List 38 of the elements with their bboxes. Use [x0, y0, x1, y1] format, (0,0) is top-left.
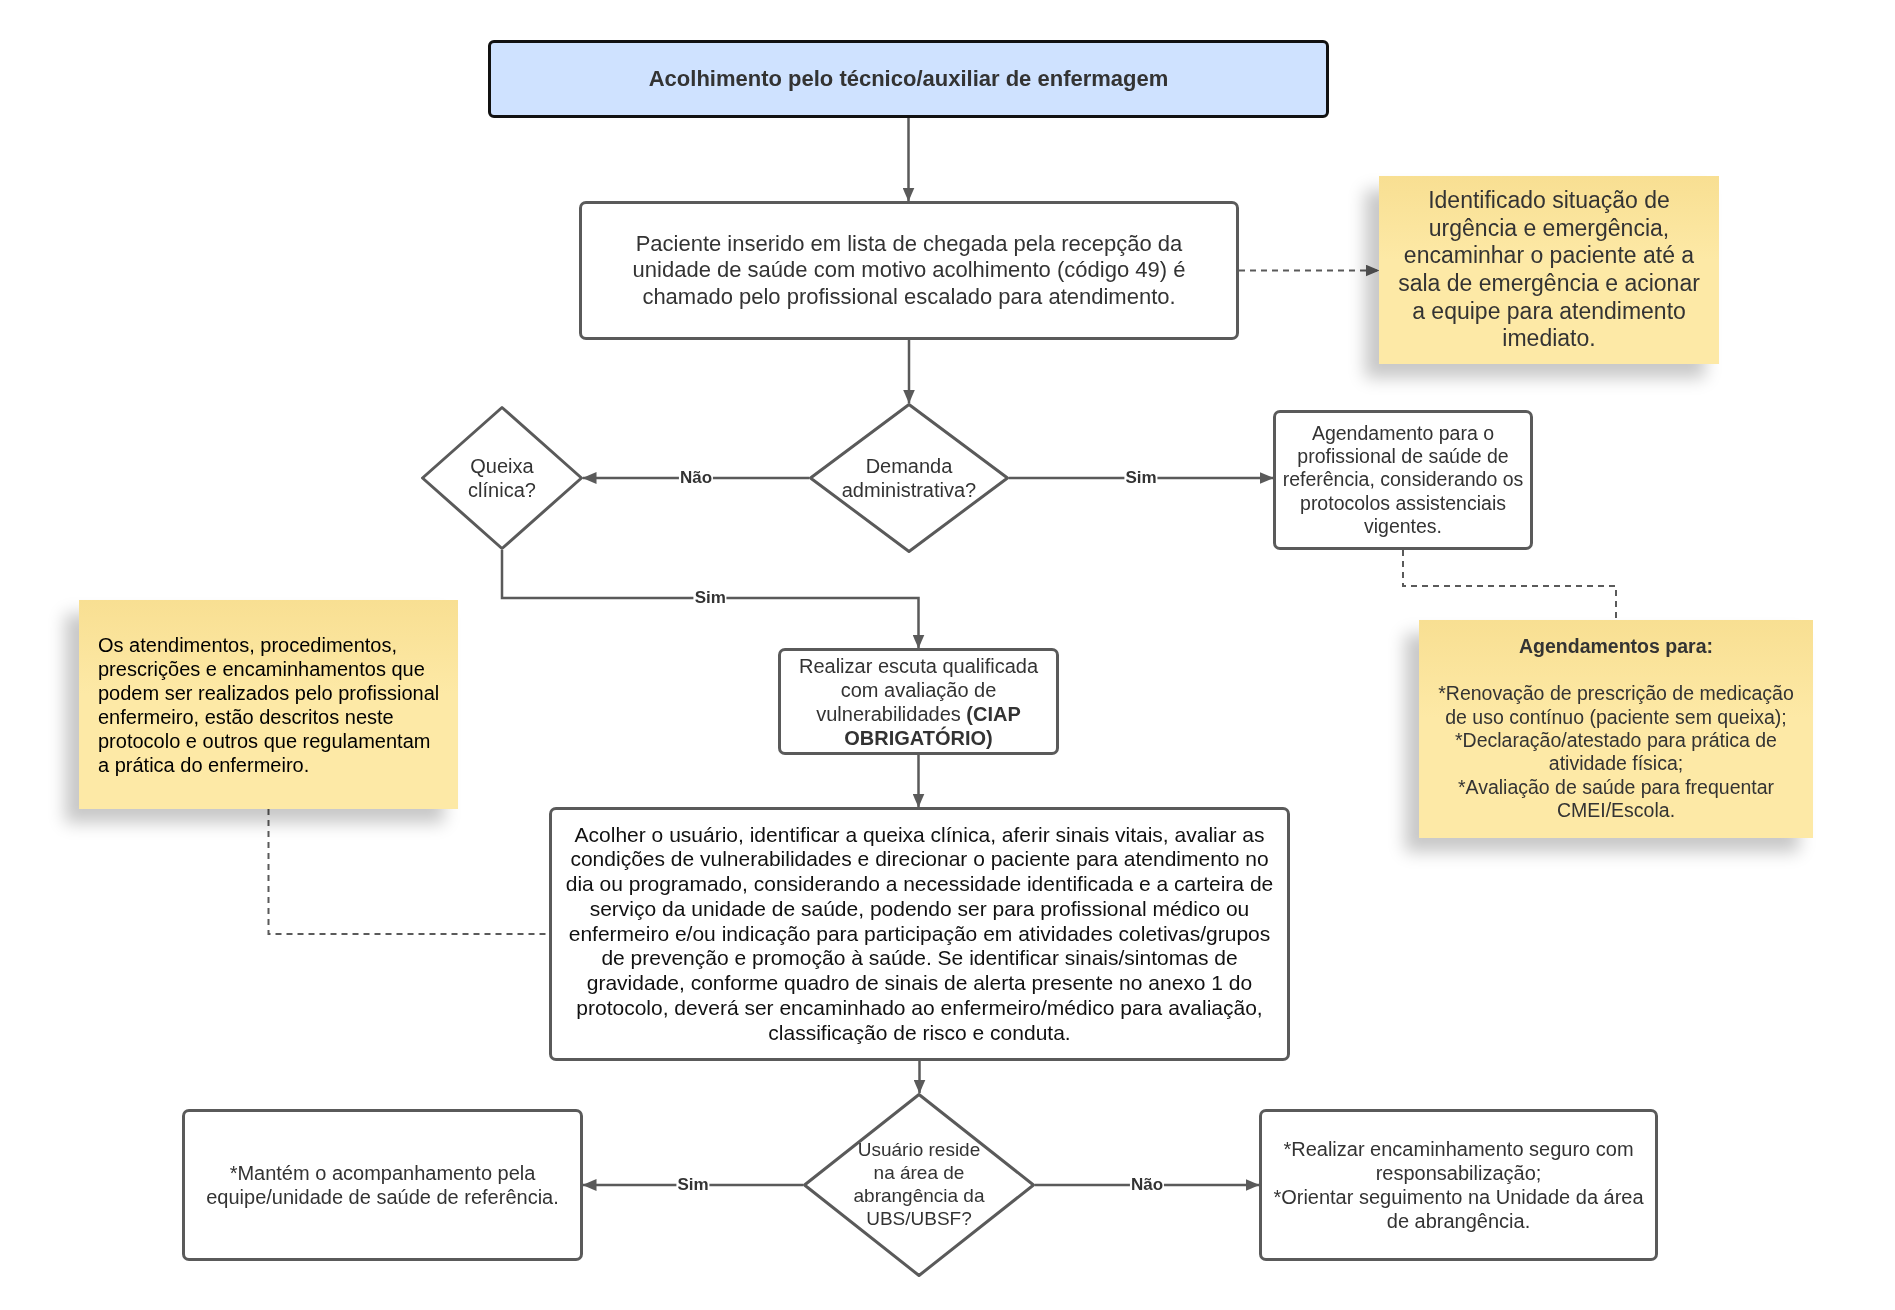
decision-question: Queixa clínica?	[467, 454, 537, 502]
arrow	[913, 1061, 926, 1094]
step-text: Acolher o usuário, identificar a queixa clínica, aferir sinais vitais, avaliar as condições de vulnerabilidades e direcionar o paciente para atendimento no dia ou programado, considerando a necessidade identificada e a carteira de serviço da unidade de saúde, podendo ser para profissional médico ou enfermeiro e/ou indicação para participação em atividades coletivas/grupos de prevenção e promoção à saúde. Se identificar sinais/sintomas de gravidade, conforme quadro de sinais de alerta presente no anexo 1 do protocolo, deverá ser encaminhado ao enfermeiro/médico para avaliação, classificação de risco e conduta.	[564, 822, 1275, 1046]
step-text: Realizar escuta qualificada com avaliação de vulnerabilidades (CIAP OBRIGATÓRIO)	[798, 653, 1039, 750]
process-box	[778, 648, 1059, 755]
note-text: *Avaliação de saúde para frequentar CMEI/Escola.	[1456, 775, 1776, 823]
sticky-note	[1379, 176, 1719, 364]
dashed-arrow	[1238, 264, 1380, 277]
step-text: Agendamento para o profissional de saúde de referência, considerando os protocolos assistenciais vigentes.	[1282, 421, 1524, 539]
decision-diamond	[803, 1093, 1035, 1277]
sticky-note	[79, 600, 458, 809]
decision-diamond	[421, 406, 583, 550]
step-text: *Orientar seguimento na Unidade da área de abrangência.	[1272, 1185, 1645, 1233]
step-text: Paciente inserido em lista de chegada pela recepção da unidade de saúde com motivo acolhimento (código 49) é chamado pelo profissional escalado para atendimento.	[631, 230, 1187, 311]
decision-question: Demanda administrativa?	[840, 454, 978, 502]
step-text: *Realizar encaminhamento seguro com responsabilização;	[1282, 1137, 1635, 1185]
note-heading: Agendamentos para:	[1519, 635, 1713, 659]
process-box	[1273, 410, 1533, 550]
start-box	[488, 40, 1329, 118]
process-box	[182, 1109, 583, 1261]
note-text: *Renovação de prescrição de medicação de uso contínuo (paciente sem queixa);	[1437, 682, 1795, 729]
arrow	[903, 340, 915, 404]
step-title: Acolhimento pelo técnico/auxiliar de enfermagem	[648, 65, 1169, 93]
arrow	[1009, 472, 1274, 484]
process-box	[579, 201, 1239, 340]
step-text: *Mantém o acompanhamento pela equipe/unidade de saúde de referência.	[205, 1161, 560, 1209]
process-box	[549, 807, 1290, 1061]
note-text: *Declaração/atestado para prática de atividade física;	[1454, 729, 1778, 776]
process-box	[1259, 1109, 1658, 1261]
arrow	[902, 118, 915, 202]
dashed-connector	[1402, 549, 1617, 621]
decision-question: Usuário reside na área de abrangência da UBS/UBSF?	[852, 1139, 986, 1231]
arrow	[500, 550, 925, 649]
note-text: Os atendimentos, procedimentos, prescrições e encaminhamentos que podem ser realizados pelo profissional enfermeiro, estão descritos neste protocolo e outros que regulamentam a prática do enfermeiro.	[98, 632, 441, 777]
decision-diamond	[809, 403, 1009, 553]
sticky-note	[1419, 620, 1813, 838]
note-text: Identificado situação de urgência e emergência, encaminhar o paciente até a sala de emergência e acionar a equipe para atendimento imediato.	[1397, 187, 1701, 353]
arrow	[912, 755, 925, 808]
